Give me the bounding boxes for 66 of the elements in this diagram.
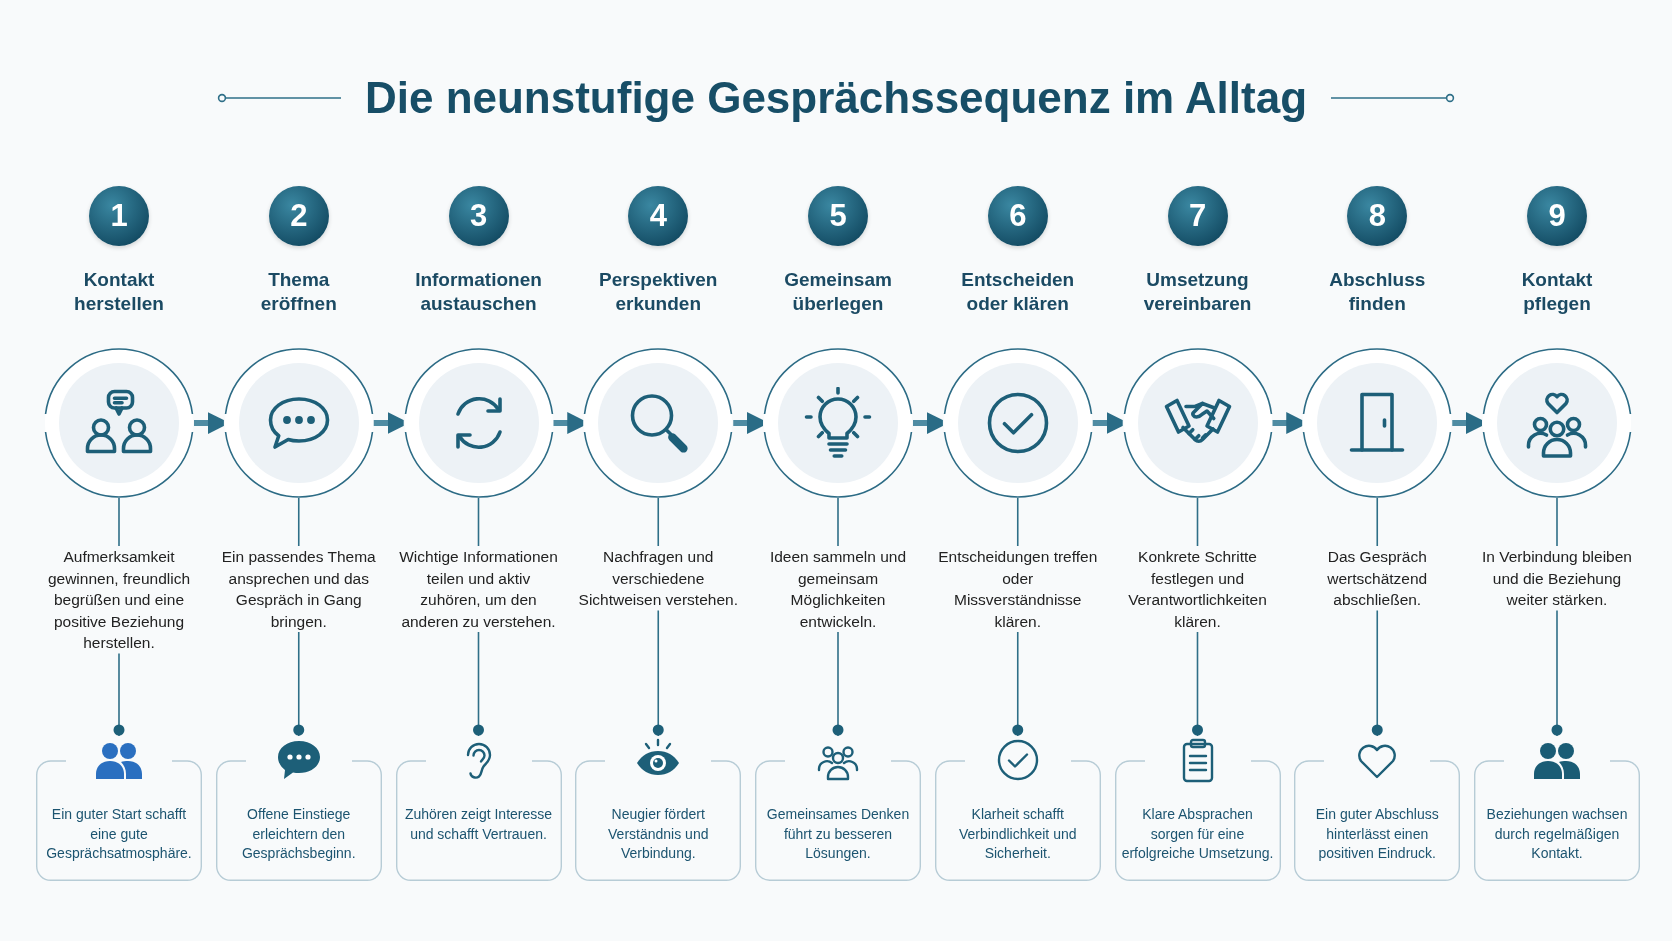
step-title: Kontakt pflegen <box>1520 268 1594 316</box>
step-circle <box>1482 348 1632 498</box>
number-badge: 8 <box>1347 186 1408 246</box>
card-text: Neugier fördert Verständnis und Verbindung. <box>607 805 710 863</box>
card-text: Ein guter Start schafft eine gute Gesprächsatmosphäre. <box>45 805 193 863</box>
connector-line <box>297 497 300 547</box>
step-title: Thema eröffnen <box>259 268 338 316</box>
step-description: Wichtige Informationen teilen und aktiv zuhören, um den anderen zu verstehen. <box>398 546 559 632</box>
dot-connector <box>473 631 484 737</box>
dot-connector <box>832 631 844 737</box>
step-circle <box>583 348 734 498</box>
step-circle <box>1302 348 1453 498</box>
connector-line <box>1556 497 1558 547</box>
number-badge: 4 <box>628 186 689 246</box>
info-card <box>575 736 742 881</box>
number-badge: 5 <box>808 186 868 246</box>
step-circle <box>44 348 194 498</box>
card-text: Offene Einstiege erleichtern den Gesprächsbeginn. <box>240 805 357 863</box>
step-circle <box>1122 348 1273 498</box>
dot-connector <box>1551 609 1563 737</box>
step-circle <box>763 348 913 498</box>
number-badge: 2 <box>268 186 329 246</box>
step-circle <box>942 348 1093 498</box>
step-title: Kontakt herstellen <box>73 268 165 316</box>
step-description: Aufmerksamkeit gewinnen, freundlich begrüßen und eine positive Beziehung herstellen. <box>39 546 199 654</box>
step-description: Das Gespräch wertschätzend abschließen. <box>1297 546 1458 611</box>
title: Die neunstufige Gesprächssequenz im Alltag <box>364 73 1308 123</box>
card-text: Klarheit schafft Verbindlichkeit und Sicherheit. <box>958 805 1078 863</box>
info-card <box>1114 736 1281 881</box>
card-text: Ein guter Abschluss hinterlässt einen positiven Eindruck. <box>1314 805 1440 863</box>
step-title: Abschluss finden <box>1328 268 1427 316</box>
step-title: Gemeinsam überlegen <box>783 268 893 316</box>
card-text: Zuhören zeigt Interesse und schafft Vertrauen. <box>403 805 554 844</box>
card-text: Klare Absprachen sorgen für eine erfolgreiche Umsetzung. <box>1120 805 1275 863</box>
dot-connector <box>293 631 305 737</box>
connector-line <box>477 497 480 547</box>
step-description: Konkrete Schritte festlegen und Verantwortlichkeiten klären. <box>1117 546 1278 632</box>
step-description: In Verbindung bleiben und die Beziehung weiter stärken. <box>1477 546 1637 611</box>
step-title: Informationen austauschen <box>414 268 543 316</box>
step-description: Ideen sammeln und gemeinsam Möglichkeiten entwickeln. <box>758 546 918 632</box>
step-circle <box>223 348 374 498</box>
dot-connector <box>1371 609 1383 737</box>
dot-connector <box>652 609 664 737</box>
step-description: Ein passendes Thema ansprechen und das Gespräch in Gang bringen. <box>218 546 379 632</box>
connector-line <box>1196 497 1199 547</box>
number-badge: 3 <box>448 186 509 246</box>
number-badge: 9 <box>1527 186 1587 246</box>
step-title: Perspektiven erkunden <box>598 268 719 316</box>
connector-line <box>837 497 839 547</box>
step-description: Nachfragen und verschiedene Sichtweisen verstehen. <box>578 546 739 611</box>
connector-line <box>1376 497 1379 547</box>
step-circle <box>403 348 554 498</box>
card-text: Gemeinsames Denken führt zu besseren Lösungen. <box>765 805 911 863</box>
dot-connector <box>113 652 125 737</box>
number-badge: 6 <box>987 186 1048 246</box>
number-badge: 1 <box>89 186 149 246</box>
dot-connector <box>1192 631 1203 737</box>
dot-connector <box>1012 631 1024 737</box>
number-badge: 7 <box>1167 186 1228 246</box>
connector-line <box>118 497 120 547</box>
connector-line <box>1016 497 1019 547</box>
step-description: Entscheidungen treffen oder Missverständnisse klären. <box>937 546 1098 632</box>
step-title: Entscheiden oder klären <box>960 268 1076 316</box>
connector-line <box>657 497 660 547</box>
card-text: Beziehungen wachsen durch regelmäßigen Kontakt. <box>1485 805 1629 863</box>
step-title: Umsetzung vereinbaren <box>1142 268 1253 316</box>
